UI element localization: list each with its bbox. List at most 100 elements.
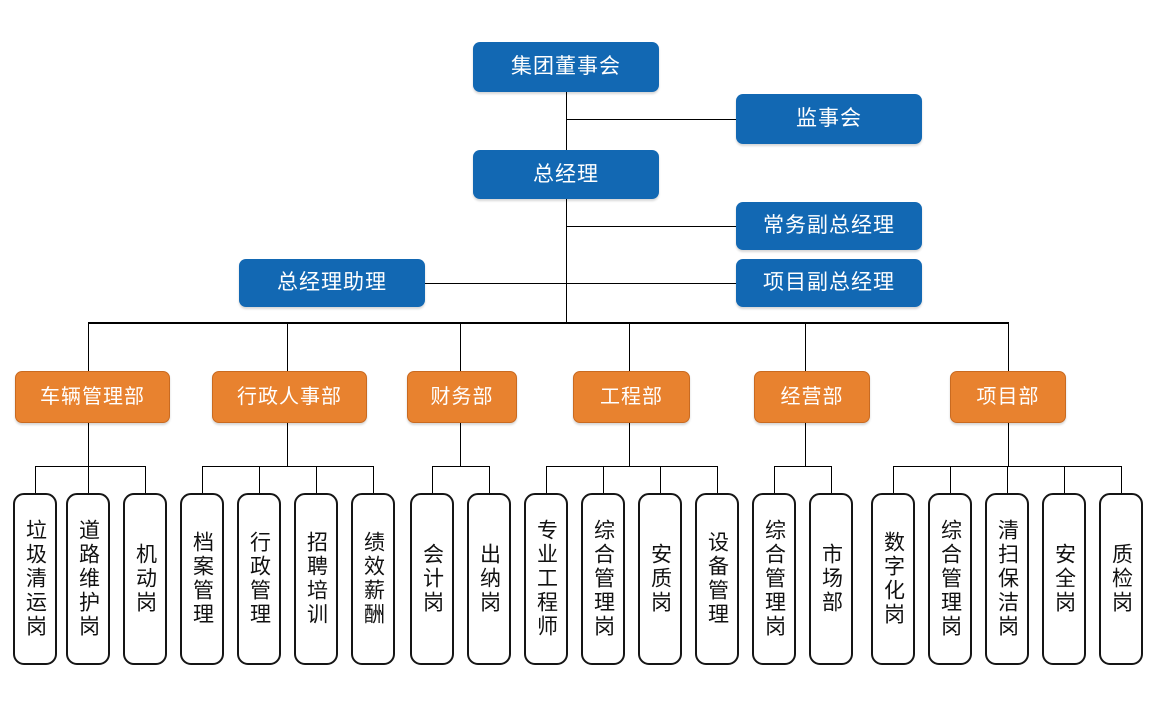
connector-trunk-to-dept-2 <box>460 322 461 371</box>
connector-dept-5-post-0 <box>893 466 894 493</box>
connector-dept-1-post-2 <box>316 466 317 493</box>
leaf-post-box[interactable]: 质检岗 <box>1099 493 1143 665</box>
node-supervisory-board[interactable]: 监事会 <box>736 94 922 144</box>
node-department-project[interactable]: 项目部 <box>950 371 1066 423</box>
connector-dept-3-stem <box>629 423 630 466</box>
connector-dept-4-post-0 <box>774 466 775 493</box>
leaf-post-label: 清扫保洁岗 <box>995 519 1020 639</box>
connector-dept-3-bus <box>546 466 717 467</box>
leaf-post-label: 数字化岗 <box>881 531 906 627</box>
node-board-of-directors[interactable]: 集团董事会 <box>473 42 659 92</box>
leaf-post-box[interactable]: 绩效薪酬 <box>351 493 395 665</box>
leaf-post-box[interactable]: 道路维护岗 <box>66 493 110 665</box>
node-project-deputy-gm[interactable]: 项目副总经理 <box>736 259 922 307</box>
node-supervisory-board-label: 监事会 <box>796 107 862 131</box>
leaf-post-label: 安全岗 <box>1052 543 1077 615</box>
connector-dept-5-post-4 <box>1121 466 1122 493</box>
leaf-post-label: 机动岗 <box>133 543 158 615</box>
connector-dept-4-stem <box>805 423 806 466</box>
leaf-post-label: 行政管理 <box>247 531 272 627</box>
connector-dept-3-post-3 <box>717 466 718 493</box>
leaf-post-box[interactable]: 综合管理岗 <box>928 493 972 665</box>
node-department-label: 工程部 <box>600 386 663 408</box>
leaf-post-box[interactable]: 市场部 <box>809 493 853 665</box>
node-general-manager-label: 总经理 <box>533 162 599 186</box>
connector-spine-to-project-deputy <box>566 283 736 284</box>
leaf-post-box[interactable]: 出纳岗 <box>467 493 511 665</box>
connector-dept-3-post-1 <box>603 466 604 493</box>
node-department-admin-hr[interactable]: 行政人事部 <box>212 371 367 423</box>
leaf-post-label: 综合管理岗 <box>762 519 787 639</box>
connector-dept-2-post-1 <box>489 466 490 493</box>
node-gm-assistant-label: 总经理助理 <box>277 271 387 295</box>
leaf-post-label: 绩效薪酬 <box>361 531 386 627</box>
leaf-post-box[interactable]: 垃圾清运岗 <box>13 493 57 665</box>
node-department-label: 项目部 <box>976 386 1040 408</box>
connector-dept-0-post-0 <box>35 466 36 493</box>
node-department-label: 财务部 <box>430 386 494 408</box>
leaf-post-box[interactable]: 综合管理岗 <box>752 493 796 665</box>
leaf-post-box[interactable]: 专业工程师 <box>524 493 568 665</box>
leaf-post-box[interactable]: 安全岗 <box>1042 493 1086 665</box>
connector-dept-2-post-0 <box>432 466 433 493</box>
leaf-post-label: 道路维护岗 <box>76 519 101 639</box>
connector-gm-assistant-to-spine <box>424 283 566 284</box>
leaf-post-box[interactable]: 行政管理 <box>237 493 281 665</box>
leaf-post-label: 专业工程师 <box>534 519 559 639</box>
leaf-post-box[interactable]: 清扫保洁岗 <box>985 493 1029 665</box>
connector-trunk-to-dept-5 <box>1008 322 1009 371</box>
node-department-label: 车辆管理部 <box>40 386 145 408</box>
connector-gm-spine-to-supervisory <box>566 119 736 120</box>
connector-dept-3-post-2 <box>660 466 661 493</box>
connector-dept-1-bus <box>202 466 373 467</box>
connector-dept-5-post-1 <box>950 466 951 493</box>
connector-dept-5-stem <box>1008 423 1009 466</box>
connector-gm-to-trunk <box>566 199 567 323</box>
leaf-post-label: 综合管理岗 <box>938 519 963 639</box>
leaf-post-box[interactable]: 安质岗 <box>638 493 682 665</box>
connector-dept-1-stem <box>287 423 288 466</box>
node-gm-assistant[interactable]: 总经理助理 <box>239 259 425 307</box>
connector-spine-to-executive-deputy <box>566 226 736 227</box>
connector-dept-2-stem <box>460 423 461 466</box>
leaf-post-label: 安质岗 <box>648 543 673 615</box>
leaf-post-label: 市场部 <box>819 543 844 615</box>
connector-trunk-to-dept-4 <box>805 322 806 371</box>
connector-dept-1-post-0 <box>202 466 203 493</box>
node-board-of-directors-label: 集团董事会 <box>511 55 621 79</box>
leaf-post-label: 档案管理 <box>190 531 215 627</box>
leaf-post-box[interactable]: 档案管理 <box>180 493 224 665</box>
leaf-post-label: 出纳岗 <box>477 543 502 615</box>
leaf-post-box[interactable]: 机动岗 <box>123 493 167 665</box>
connector-trunk-to-dept-1 <box>287 322 288 371</box>
leaf-post-label: 招聘培训 <box>304 531 329 627</box>
node-executive-deputy-gm[interactable]: 常务副总经理 <box>736 202 922 250</box>
connector-dept-1-post-3 <box>373 466 374 493</box>
connector-dept-2-bus <box>432 466 489 467</box>
leaf-post-label: 综合管理岗 <box>591 519 616 639</box>
connector-dept-0-post-2 <box>145 466 146 493</box>
connector-dept-0-post-1 <box>88 466 89 493</box>
leaf-post-label: 会计岗 <box>420 543 445 615</box>
leaf-post-box[interactable]: 综合管理岗 <box>581 493 625 665</box>
node-department-operations[interactable]: 经营部 <box>754 371 870 423</box>
node-department-engineering[interactable]: 工程部 <box>573 371 690 423</box>
node-general-manager[interactable]: 总经理 <box>473 150 659 199</box>
connector-dept-5-post-2 <box>1007 466 1008 493</box>
connector-trunk-to-dept-3 <box>629 322 630 371</box>
leaf-post-box[interactable]: 数字化岗 <box>871 493 915 665</box>
leaf-post-label: 设备管理 <box>705 531 730 627</box>
node-project-deputy-gm-label: 项目副总经理 <box>763 271 895 295</box>
connector-dept-0-stem <box>88 423 89 466</box>
node-executive-deputy-gm-label: 常务副总经理 <box>763 214 895 238</box>
leaf-post-box[interactable]: 设备管理 <box>695 493 739 665</box>
connector-trunk-to-dept-0 <box>88 322 89 371</box>
connector-dept-4-bus <box>774 466 831 467</box>
leaf-post-box[interactable]: 会计岗 <box>410 493 454 665</box>
connector-dept-4-post-1 <box>831 466 832 493</box>
node-department-vehicle-management[interactable]: 车辆管理部 <box>15 371 170 423</box>
connector-dept-3-post-0 <box>546 466 547 493</box>
node-department-finance[interactable]: 财务部 <box>407 371 517 423</box>
leaf-post-box[interactable]: 招聘培训 <box>294 493 338 665</box>
connector-dept-1-post-1 <box>259 466 260 493</box>
